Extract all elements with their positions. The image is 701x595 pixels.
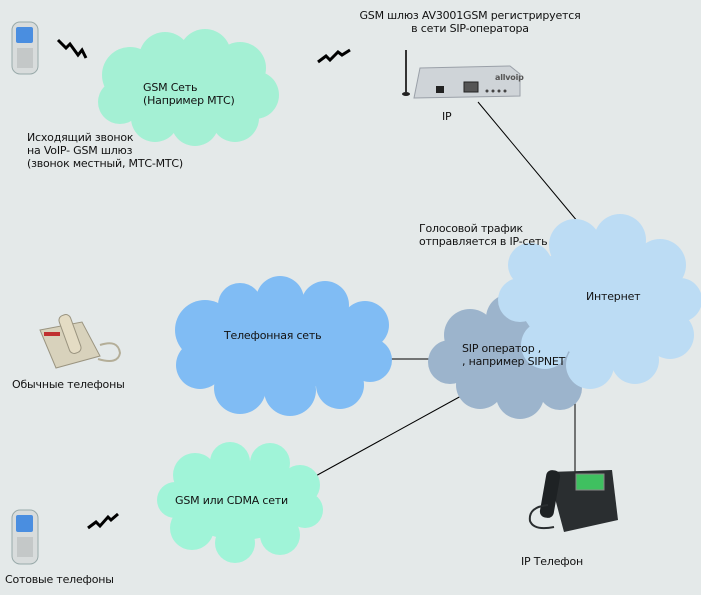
cellphone-icon — [11, 21, 39, 75]
connector-cdma-sip — [311, 389, 473, 479]
phone-network-label: Телефонная сеть — [224, 329, 322, 342]
gateway-caption: GSM шлюз AV3001GSM регистрируется в сети… — [340, 9, 600, 35]
gsm-network-label-line: (Например МТС) — [143, 94, 235, 107]
gateway-ip-label: IP — [442, 110, 452, 123]
internet-cloud — [498, 214, 701, 389]
outgoing-call-note-line: на VoIP- GSM шлюз — [27, 144, 133, 157]
gsm-cdma-label: GSM или CDMA сети — [175, 494, 288, 507]
voice-traffic-note-line: Голосовой трафик — [419, 222, 523, 235]
voice-traffic-note-line: отправляется в IP-сеть — [419, 235, 548, 248]
cellphone-icon — [11, 509, 39, 565]
gateway-caption-line: в сети SIP-оператора — [411, 22, 529, 35]
outgoing-call-note: Исходящий звонок на VoIP- GSM шлюз (звон… — [27, 131, 183, 170]
gsm-gateway-device — [402, 50, 521, 99]
landline-phone-icon — [39, 314, 122, 369]
outgoing-call-note-line: Исходящий звонок — [27, 131, 134, 144]
sip-operator-label-line: SIP оператор , — [462, 342, 542, 355]
phone-network-cloud — [175, 276, 392, 416]
gsm-network-cloud — [98, 29, 279, 146]
signal-bolt-icon — [56, 38, 88, 59]
signal-bolt-icon — [317, 48, 351, 64]
landline-label: Обычные телефоны — [12, 378, 125, 391]
gateway-brand: allvoip — [495, 73, 524, 82]
internet-label: Интернет — [586, 290, 641, 303]
sip-operator-label-line: , например SIPNET — [462, 355, 566, 368]
ip-phone-label: IP Телефон — [521, 555, 583, 568]
gsm-network-label-line: GSM Сеть — [143, 81, 198, 94]
gateway-caption-line: GSM шлюз AV3001GSM регистрируется — [359, 9, 581, 22]
sip-operator-label: SIP оператор , , например SIPNET — [462, 342, 565, 368]
outgoing-call-note-line: (звонок местный, МТС-МТС) — [27, 157, 183, 170]
voice-traffic-note: Голосовой трафик отправляется в IP-сеть — [419, 222, 548, 248]
gsm-cdma-cloud — [157, 442, 323, 563]
ip-phone-icon — [528, 470, 618, 532]
cellphone-label: Сотовые телефоны — [5, 573, 114, 586]
signal-bolt-icon — [87, 512, 119, 530]
gsm-network-label: GSM Сеть (Например МТС) — [143, 81, 235, 107]
connector-gateway-internet — [477, 101, 579, 223]
